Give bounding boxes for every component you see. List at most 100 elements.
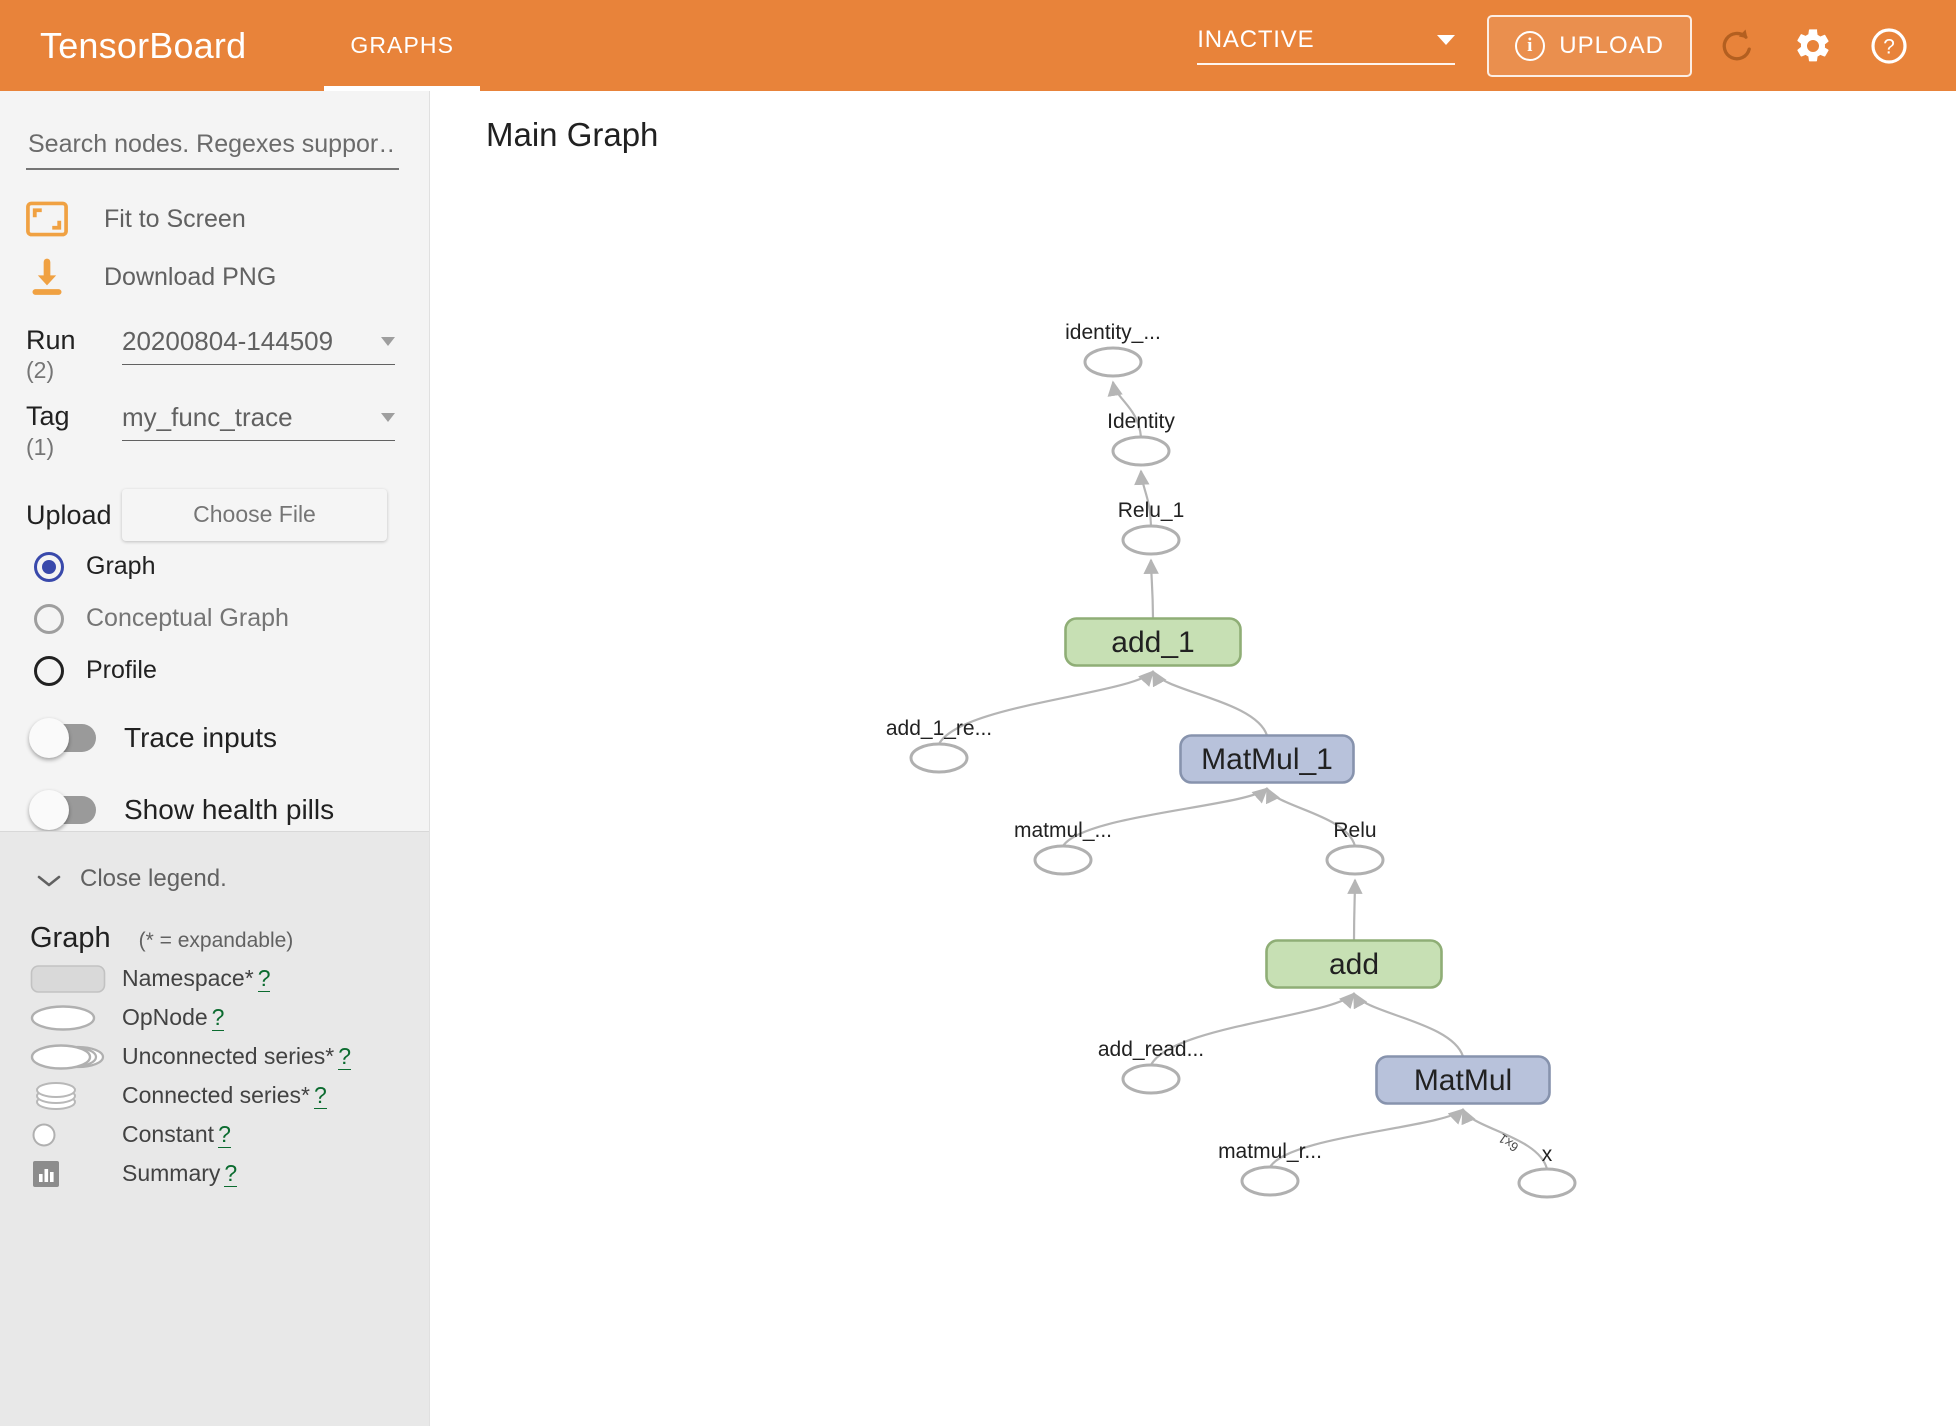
switch-knob [29, 789, 69, 830]
switch-knob [29, 717, 69, 758]
download-png-button[interactable]: Download PNG [26, 248, 429, 306]
chevron-down-icon [381, 337, 395, 346]
graph-node-add_read[interactable]: add_read... [1098, 1038, 1204, 1095]
node-label: matmul_... [1014, 819, 1112, 842]
gear-icon[interactable] [1782, 15, 1844, 77]
graph-edge [1150, 992, 1356, 1066]
toggle-trace-inputs[interactable]: Trace inputs [29, 707, 429, 769]
help-icon[interactable]: ? [1858, 15, 1920, 77]
radio-graph-label: Graph [86, 552, 156, 581]
tag-dropdown[interactable]: my_func_trace [122, 402, 395, 442]
run-state-label: INACTIVE [1197, 26, 1315, 53]
graph-node-Relu_1[interactable]: Relu_1 [1118, 499, 1185, 556]
sidebar: Fit to Screen Download PNG Run (2) 20200… [0, 91, 430, 1426]
legend-label-summary: Summary? [122, 1160, 238, 1187]
graph-edge [1152, 670, 1269, 736]
search-field-wrapper[interactable] [26, 129, 399, 170]
connected-series-glyph [30, 1080, 116, 1112]
graph-edge [1107, 380, 1143, 438]
graph-node-x[interactable]: x [1517, 1143, 1577, 1199]
node-label: Relu [1333, 819, 1376, 842]
legend-item-connected-series: Connected series*? [30, 1080, 429, 1111]
graph-title: Main Graph [486, 116, 659, 153]
chevron-down-icon [1437, 35, 1456, 45]
graph-node-matmul_1_read[interactable]: matmul_... [1014, 819, 1112, 876]
radio-conceptual-graph[interactable]: Conceptual Graph [34, 593, 429, 645]
show-health-pills-switch[interactable] [29, 789, 96, 830]
radio-profile-label: Profile [86, 656, 157, 685]
graph-node-add_1_read[interactable]: add_1_re... [886, 717, 992, 774]
refresh-icon[interactable] [1706, 15, 1768, 77]
graph-node-MatMul[interactable]: MatMul [1375, 1055, 1551, 1105]
trace-inputs-switch[interactable] [29, 717, 96, 758]
help-link[interactable]: ? [224, 1160, 238, 1187]
top-bar-actions: INACTIVE i UPLOAD ? [1197, 14, 1956, 77]
legend-item-constant: Constant? [30, 1119, 429, 1150]
graph-node-add[interactable]: add [1265, 939, 1443, 989]
node-label: add_read... [1098, 1038, 1204, 1061]
help-link[interactable]: ? [338, 1043, 352, 1070]
tag-value: my_func_trace [122, 402, 293, 433]
graph-edge [1347, 878, 1363, 941]
node-label: MatMul_1 [1201, 743, 1333, 776]
close-legend-button[interactable]: Close legend. [36, 858, 429, 900]
upload-label: Upload [26, 499, 112, 530]
trace-inputs-label: Trace inputs [124, 721, 278, 753]
tab-graphs[interactable]: GRAPHS [324, 0, 480, 91]
graph-edge [1353, 992, 1465, 1057]
help-link[interactable]: ? [211, 1004, 225, 1031]
node-label: add_1_re... [886, 717, 992, 740]
graph-edge [1266, 787, 1357, 847]
search-input[interactable] [26, 129, 399, 160]
radio-profile[interactable]: Profile [34, 645, 429, 697]
app-brand-title: TensorBoard [40, 24, 247, 66]
legend-panel: Close legend. Graph (* = expandable) Nam… [0, 831, 429, 1426]
help-link[interactable]: ? [218, 1121, 231, 1148]
info-circle-icon: i [1515, 30, 1546, 61]
legend-label-connected-series: Connected series*? [122, 1082, 327, 1109]
graph-node-Relu[interactable]: Relu [1325, 819, 1385, 876]
toggle-show-health-pills[interactable]: Show health pills [29, 779, 429, 841]
node-label: add [1329, 948, 1379, 981]
upload-row: Upload Choose File [26, 488, 429, 541]
legend-item-opnode: OpNode? [30, 1002, 429, 1033]
radio-profile-indicator [34, 655, 64, 686]
legend-label-constant: Constant? [122, 1121, 231, 1148]
namespace-rect-glyph [30, 964, 116, 994]
help-link[interactable]: ? [257, 965, 271, 992]
run-label: Run [26, 325, 76, 355]
fit-to-screen-button[interactable]: Fit to Screen [26, 190, 429, 248]
graph-node-add_1[interactable]: add_1 [1064, 617, 1242, 667]
radio-graph[interactable]: Graph [34, 541, 429, 593]
legend-title: Graph [30, 922, 111, 954]
show-health-pills-label: Show health pills [124, 793, 335, 825]
tag-label: Tag [26, 401, 70, 432]
node-label: MatMul [1414, 1064, 1512, 1097]
graph-node-MatMul_1[interactable]: MatMul_1 [1179, 734, 1355, 784]
graph-edges-layer: 6x1 [938, 380, 1549, 1170]
graph-node-matmul_read[interactable]: matmul_r... [1218, 1140, 1322, 1197]
run-label-block: Run (2) [26, 325, 122, 384]
run-dropdown[interactable]: 20200804-144509 [122, 326, 395, 365]
run-state-dropdown[interactable]: INACTIVE [1197, 26, 1456, 65]
fit-to-screen-label: Fit to Screen [104, 204, 246, 233]
nav-tabs: GRAPHS [324, 0, 480, 91]
legend-item-unconnected-series: Unconnected series*? [30, 1041, 429, 1072]
legend-label-namespace: Namespace*? [122, 965, 271, 992]
upload-button[interactable]: i UPLOAD [1487, 14, 1692, 77]
legend-label-unconnected-series: Unconnected series*? [122, 1043, 352, 1070]
help-link[interactable]: ? [313, 1082, 327, 1109]
run-count: (2) [26, 357, 55, 384]
constant-circle-glyph [30, 1120, 116, 1150]
download-png-label: Download PNG [104, 262, 277, 291]
opnode-ellipse-glyph [30, 1003, 116, 1033]
node-label: matmul_r... [1218, 1140, 1322, 1163]
tag-count: (1) [26, 433, 55, 460]
graph-node-Identity[interactable]: Identity [1107, 410, 1175, 467]
choose-file-button[interactable]: Choose File [122, 488, 387, 541]
chevron-down-icon [36, 873, 61, 887]
graph-node-identity_1[interactable]: identity_... [1065, 321, 1161, 378]
